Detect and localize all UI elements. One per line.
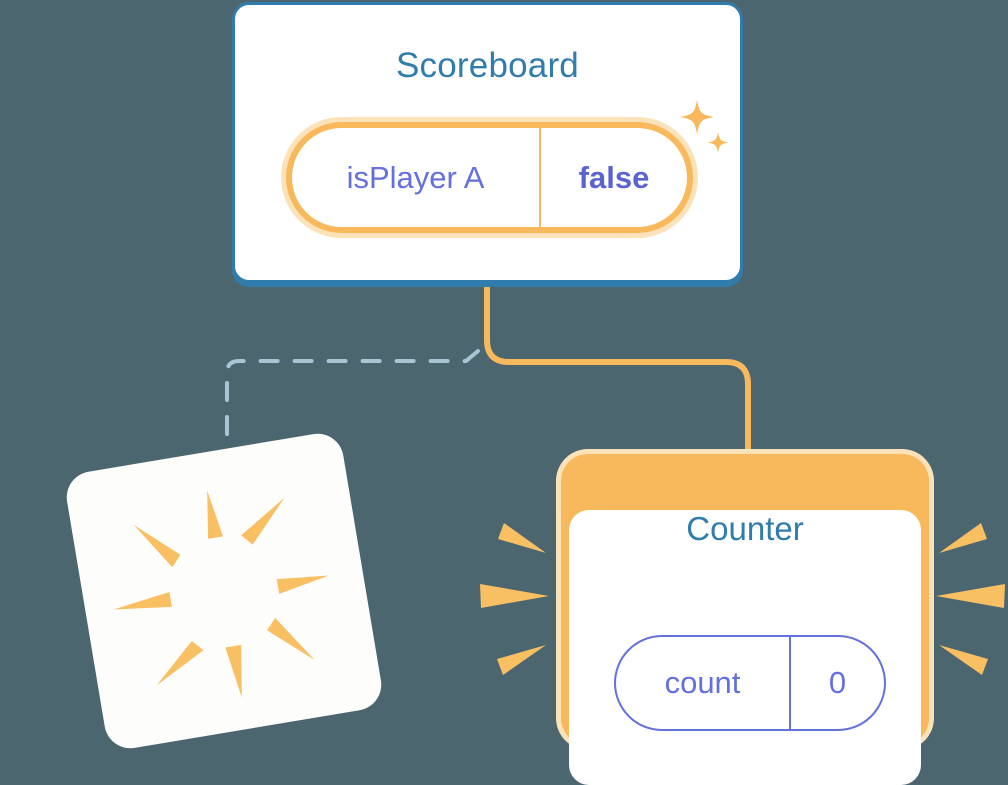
ray-right-mid: [936, 584, 1005, 608]
scoreboard-prop-key: isPlayer A: [292, 128, 541, 227]
sparkle-group: [680, 100, 729, 153]
burst-rays-group: [113, 490, 329, 698]
sparkle-small-icon: [707, 132, 729, 153]
burst-ray-s: [225, 644, 242, 698]
counter-left-rays: [480, 523, 549, 675]
burst-ray-e: [276, 575, 329, 594]
burst-card[interactable]: [62, 429, 386, 753]
counter-property-pill[interactable]: count 0: [614, 635, 886, 731]
burst-ray-ne: [241, 497, 285, 545]
scoreboard-card[interactable]: Scoreboard isPlayer A false: [232, 2, 743, 283]
counter-card-ring: Counter count 0: [561, 454, 929, 785]
pill-face: isPlayer A false: [292, 128, 687, 227]
scoreboard-property-pill[interactable]: isPlayer A false: [281, 117, 698, 238]
counter-card[interactable]: Counter count 0: [556, 449, 934, 785]
ray-right-top: [939, 523, 987, 553]
connector-layer: [225, 280, 751, 484]
ray-left-mid: [480, 584, 549, 608]
ray-left-top: [498, 523, 546, 553]
scoreboard-title: Scoreboard: [396, 46, 579, 85]
pill-ring: isPlayer A false: [286, 122, 693, 233]
burst-ray-se: [267, 617, 315, 660]
burst-ray-nw: [133, 524, 181, 568]
ray-left-bottom: [497, 645, 546, 675]
orange-connector-path: [484, 280, 751, 458]
counter-card-face: Counter count 0: [569, 510, 921, 785]
dashed-connector-path: [225, 349, 480, 484]
scoreboard-prop-value: false: [578, 159, 650, 195]
counter-prop-value: 0: [828, 665, 847, 700]
counter-right-rays: [936, 523, 1005, 675]
burst-ray-n: [207, 490, 223, 539]
ray-right-bottom: [939, 645, 988, 675]
counter-title: Counter: [686, 510, 804, 547]
burst-ray-sw: [156, 640, 204, 686]
counter-prop-key: count: [616, 637, 791, 729]
diagram-canvas: Scoreboard isPlayer A false: [62, 2, 1005, 785]
burst-ray-w: [113, 592, 172, 610]
sparkle-large-icon: [680, 100, 714, 134]
